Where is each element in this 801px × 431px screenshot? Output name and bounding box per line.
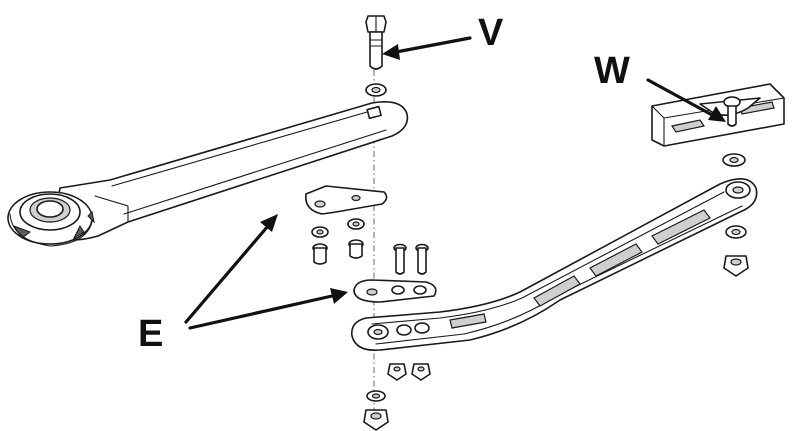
lower-arm xyxy=(350,178,758,352)
callout-label-w: W xyxy=(594,50,630,92)
nut-small-right xyxy=(411,363,431,381)
pin-left xyxy=(393,243,407,275)
washer-e-right xyxy=(347,218,365,230)
washer-w xyxy=(722,153,746,167)
leader-arrow-v xyxy=(382,36,472,60)
callout-label-v: V xyxy=(478,12,504,54)
nut-bottom xyxy=(363,409,389,431)
washer-e-left xyxy=(311,226,329,238)
leader-arrow-e-lower xyxy=(188,288,348,330)
plate-e-lower xyxy=(353,279,437,303)
callout-label-e: E xyxy=(138,313,164,355)
nut-right xyxy=(723,255,749,277)
bolt-v xyxy=(365,15,387,70)
washer-bottom xyxy=(366,390,386,402)
nut-small-left xyxy=(387,363,407,381)
screw-e-right xyxy=(348,239,364,259)
screw-e-left xyxy=(312,243,328,265)
leader-arrow-e-upper xyxy=(184,214,278,324)
washer-right xyxy=(725,225,747,239)
upper-arm xyxy=(7,101,409,247)
leader-arrow-w xyxy=(646,78,726,122)
washer-v xyxy=(365,83,387,97)
plate-e-upper xyxy=(305,185,388,215)
pin-right xyxy=(415,243,429,275)
